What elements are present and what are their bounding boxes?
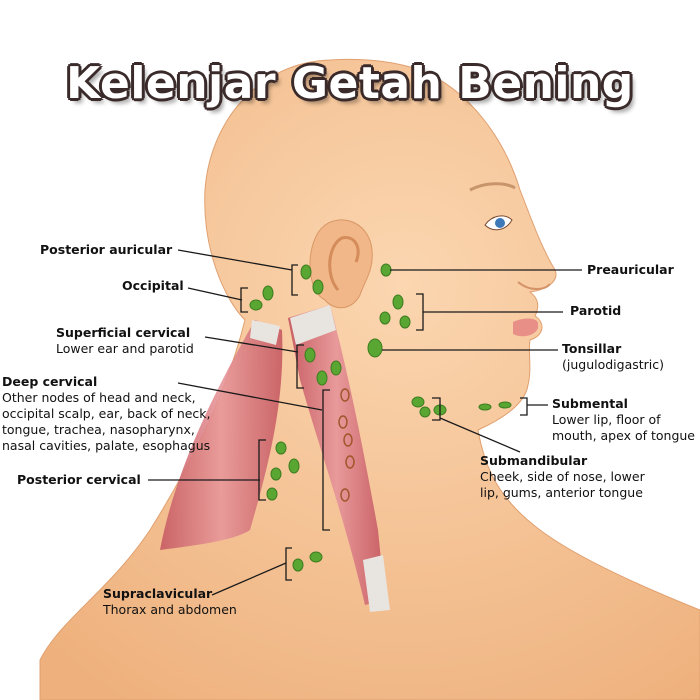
label-title: Deep cervical [2,374,98,389]
node-superficial-cervical [304,347,316,363]
label-desc: nasal cavities, palate, esophagus [2,438,211,453]
label-title: Occipital [122,278,184,293]
node-submandibular [411,396,425,408]
label-desc: Lower ear and parotid [56,341,194,356]
label-title: Posterior auricular [40,242,173,257]
node-posterior-cervical [266,487,278,501]
label-title: Posterior cervical [17,472,141,487]
node-supraclavicular [309,551,323,563]
label-tonsillar: Tonsillar(jugulodigastric) [562,341,664,373]
node-posterior-cervical [270,467,282,481]
node-occipital [262,285,274,301]
eyebrow [469,182,516,192]
label-desc: Lower lip, floor of [552,412,661,427]
node-superficial-cervical [316,370,328,386]
label-preauricular: Preauricular [587,262,674,278]
leader-lines [148,249,582,596]
label-title: Superficial cervical [56,325,191,340]
label-title: Submandibular [480,453,588,468]
node-supraclavicular [292,558,304,572]
label-desc: tongue, trachea, nasopharynx, [2,422,195,437]
node-submandibular [419,406,431,418]
label-desc: Other nodes of head and neck, [2,390,196,405]
label-desc: mouth, apex of tongue [552,428,695,443]
lips [513,318,539,337]
label-posterior-auricular: Posterior auricular [40,242,172,258]
nose [517,281,551,290]
node-preauricular [380,263,392,277]
node-submental [498,401,512,409]
deep-cervical-nodes [338,388,355,502]
node-posterior-cervical [288,458,300,474]
node-submental [478,403,492,411]
node-occipital [249,299,263,311]
node-superficial-cervical [330,360,342,376]
node-parotid [379,311,391,325]
trapezius-muscle [160,320,283,550]
lymph-nodes [249,263,512,572]
label-title: Parotid [570,303,622,318]
sternocleidomastoid-muscle [288,305,385,605]
label-desc: Thorax and abdomen [103,602,237,617]
label-title: Tonsillar [562,341,622,356]
label-desc: Cheek, side of nose, lower [480,469,645,484]
page-title: Kelenjar Getah Bening [66,58,634,109]
label-desc: (jugulodigastric) [562,357,665,372]
label-title: Supraclavicular [103,586,213,601]
label-posterior-cervical: Posterior cervical [17,472,141,488]
label-title: Preauricular [587,262,674,277]
label-parotid: Parotid [570,303,621,319]
node-posterior-cervical [275,441,287,455]
node-parotid [392,294,404,310]
node-posterior-auricular [312,279,324,295]
node-tonsillar [367,338,383,358]
node-posterior-auricular [300,264,312,280]
label-desc: lip, gums, anterior tongue [480,485,643,500]
node-parotid [399,315,411,329]
label-desc: occipital scalp, ear, back of neck, [2,406,211,421]
label-title: Submental [552,396,628,411]
label-occipital: Occipital [122,278,184,294]
